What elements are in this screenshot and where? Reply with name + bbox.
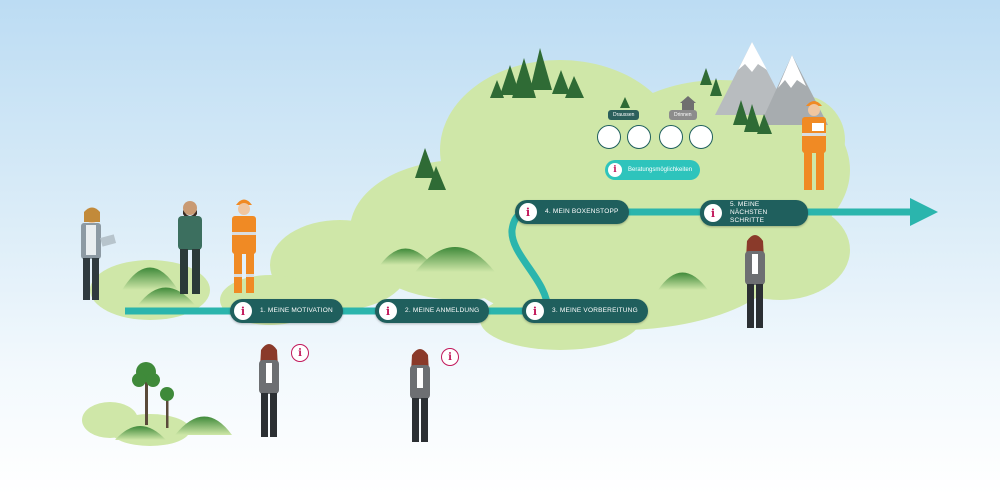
- info-icon: i: [704, 204, 722, 222]
- house-icon: [680, 96, 696, 111]
- construction-worker-figure: [232, 199, 256, 293]
- bottom-left-grove: [82, 362, 232, 446]
- learner-1-info-icon[interactable]: i: [291, 344, 309, 362]
- info-icon: i: [526, 302, 544, 320]
- step-3-preparation-button[interactable]: i 3. Meine Vorbereitung: [522, 299, 648, 323]
- tag-outdoor: Draussen: [608, 110, 640, 120]
- info-icon: i: [234, 302, 252, 320]
- consultation-group-icon-2[interactable]: [627, 125, 651, 149]
- step-2-label: 2. Meine Anmeldung: [405, 307, 480, 314]
- consultation-group-icon-1[interactable]: [597, 125, 621, 149]
- step-4-pitstop-button[interactable]: i 4. Mein Boxenstopp: [515, 200, 629, 224]
- step-5-label: 5. Meine nächsten Schritte: [730, 201, 768, 224]
- consultation-group-icon-4[interactable]: [689, 125, 713, 149]
- learner-figure-1: [259, 344, 279, 437]
- man-green-sweater-figure: [178, 201, 202, 294]
- info-icon: i: [608, 163, 622, 177]
- bushes: [122, 247, 708, 305]
- step-4-label: 4. Mein Boxenstopp: [545, 208, 619, 215]
- step-5-next-steps-button[interactable]: i 5. Meine nächsten Schritte: [700, 200, 808, 226]
- step-3-label: 3. Meine Vorbereitung: [552, 307, 638, 314]
- track-arrowhead: [910, 198, 938, 226]
- learner-figure-2: [410, 349, 430, 442]
- forest-mid: [415, 148, 446, 190]
- consultation-options-label: Beratungsmöglichkeiten: [628, 167, 693, 173]
- construction-worker-top-figure: [802, 101, 826, 190]
- forest-top: [490, 48, 584, 98]
- step-1-label: 1. Meine Motivation: [260, 307, 333, 314]
- step-2-registration-button[interactable]: i 2. Meine Anmeldung: [375, 299, 490, 323]
- info-icon: i: [379, 302, 397, 320]
- consultation-group-icon-3[interactable]: [659, 125, 683, 149]
- tag-indoor: Drinnen: [669, 110, 697, 120]
- forest-mountain: [620, 68, 772, 134]
- learner-figure-3: [745, 235, 765, 328]
- learner-2-info-icon[interactable]: i: [441, 348, 459, 366]
- info-icon: i: [519, 203, 537, 221]
- consultation-options-button[interactable]: i Beratungsmöglichkeiten: [605, 160, 701, 180]
- consultant-with-tablet-figure: [81, 207, 117, 300]
- step-1-motivation-button[interactable]: i 1. Meine Motivation: [230, 299, 343, 323]
